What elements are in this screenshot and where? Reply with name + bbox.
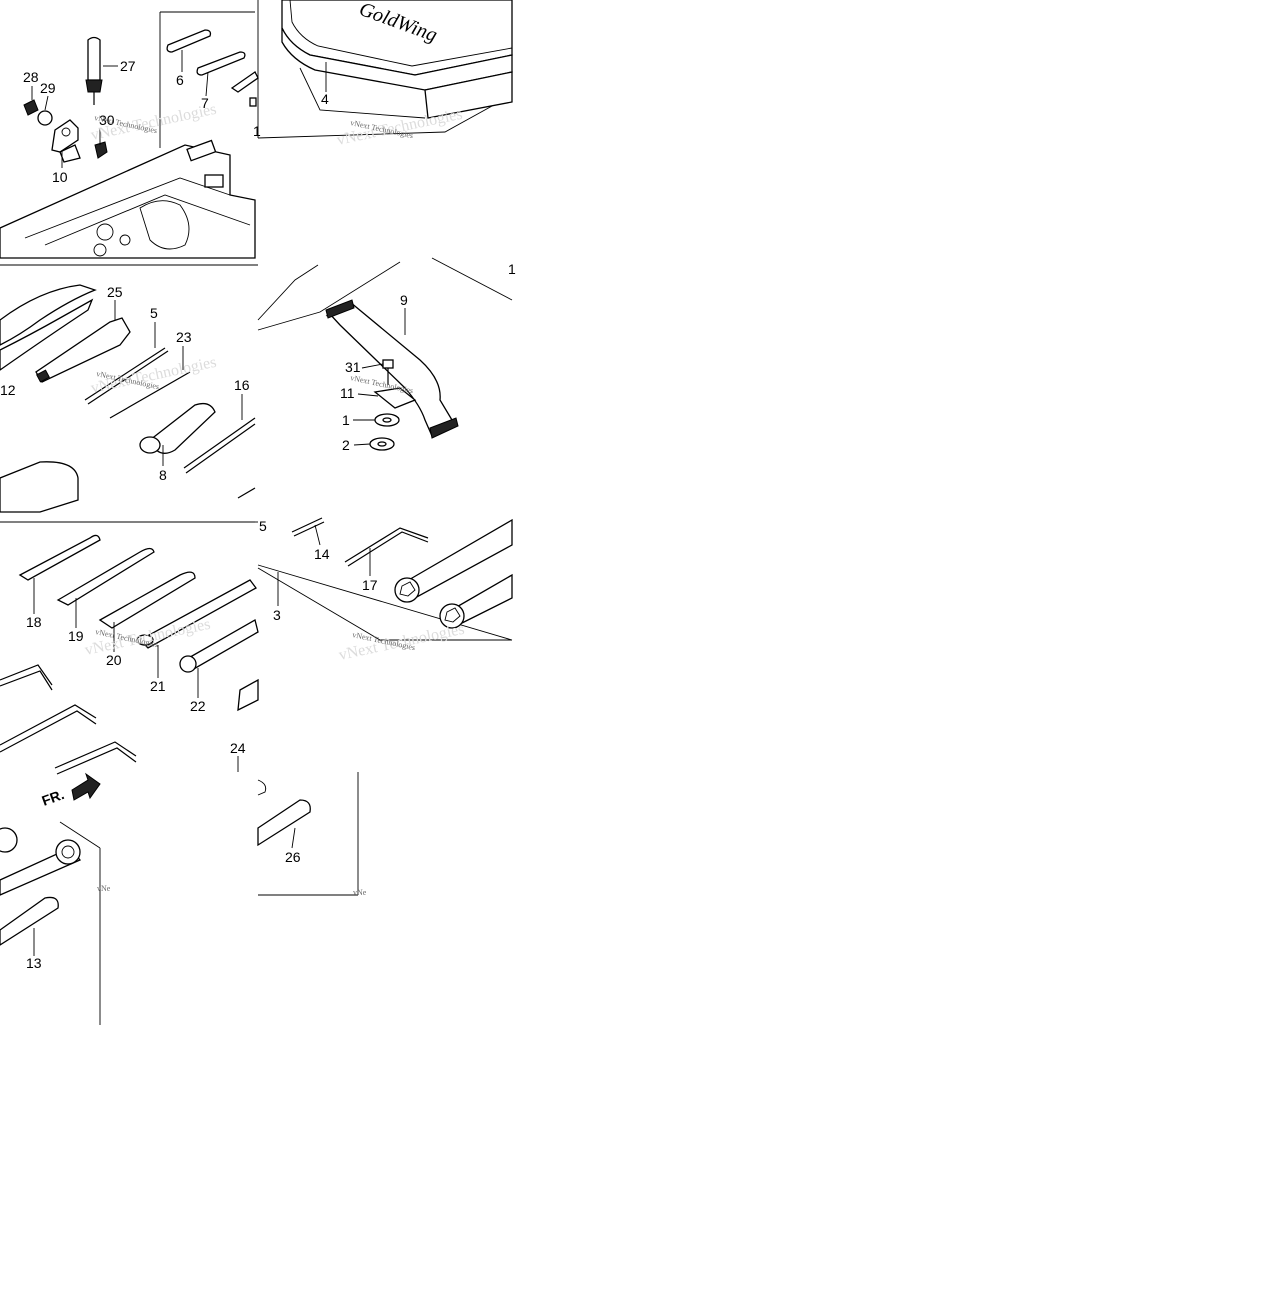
callout-26: 26 bbox=[285, 849, 301, 865]
callout-8: 8 bbox=[159, 467, 167, 483]
callout-12: 12 bbox=[0, 382, 16, 398]
callout-27: 27 bbox=[120, 58, 136, 74]
front-direction-label: FR. bbox=[40, 786, 67, 809]
watermark-partial-1: vNe bbox=[97, 884, 111, 893]
callout-17: 17 bbox=[362, 577, 378, 593]
tool-tray bbox=[0, 139, 256, 259]
callout-1-washer: 1 bbox=[342, 412, 350, 428]
panel-frames bbox=[0, 0, 513, 1025]
callout-14: 14 bbox=[314, 546, 330, 562]
callout-9: 9 bbox=[400, 292, 408, 308]
callout-23: 23 bbox=[176, 329, 192, 345]
callout-30: 30 bbox=[99, 112, 115, 128]
callout-5-upper: 5 bbox=[150, 305, 158, 321]
callout-25: 25 bbox=[107, 284, 123, 300]
middle-tools bbox=[0, 284, 256, 513]
callout-3: 3 bbox=[273, 607, 281, 623]
callout-22: 22 bbox=[190, 698, 206, 714]
callout-4: 4 bbox=[321, 91, 329, 107]
callout-6: 6 bbox=[176, 72, 184, 88]
leader-lines bbox=[31, 50, 406, 956]
callout-28: 28 bbox=[23, 69, 39, 85]
callout-1-right: 1 bbox=[508, 261, 516, 277]
bottom-middle-tools bbox=[257, 779, 311, 847]
strap-assembly bbox=[257, 264, 459, 451]
callout-5-lower: 5 bbox=[259, 518, 267, 534]
callout-20: 20 bbox=[106, 652, 122, 668]
callout-29: 29 bbox=[40, 80, 56, 96]
wrenches bbox=[0, 517, 513, 775]
callout-31: 31 bbox=[345, 359, 361, 375]
callout-11: 11 bbox=[340, 385, 355, 401]
callout-19: 19 bbox=[68, 628, 84, 644]
callout-2: 2 bbox=[342, 437, 350, 453]
callout-13: 13 bbox=[26, 955, 42, 971]
callout-24: 24 bbox=[230, 740, 246, 756]
callout-21: 21 bbox=[150, 678, 166, 694]
callout-10: 10 bbox=[52, 169, 68, 185]
callout-16: 16 bbox=[234, 377, 250, 393]
callout-labels: 27 28 29 6 7 4 30 1 10 1 25 5 23 16 12 8… bbox=[0, 58, 516, 971]
bottom-left-tools bbox=[0, 827, 82, 946]
watermark-partial-2: vNe bbox=[353, 888, 367, 897]
tool-case-lid: GoldWing bbox=[281, 0, 513, 119]
callout-7: 7 bbox=[201, 95, 209, 111]
small-parts bbox=[23, 29, 259, 163]
front-direction-arrow: FR. bbox=[40, 772, 101, 809]
callout-18: 18 bbox=[26, 614, 42, 630]
callout-1-top: 1 bbox=[253, 123, 261, 139]
